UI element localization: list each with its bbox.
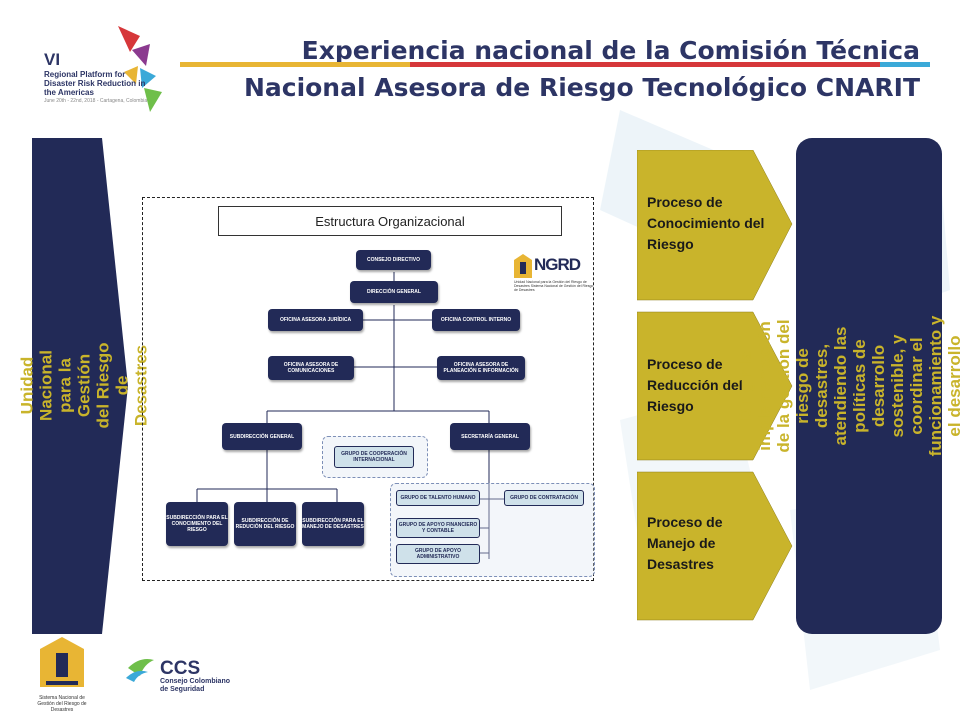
ngrd-logo-subtext: Unidad Nacional para la Gestión del Ries…: [514, 280, 594, 292]
ngrd-logo-text: NGRD: [534, 255, 581, 274]
event-logo-numeral: VI: [44, 50, 61, 69]
org-node-consejo: CONSEJO DIRECTIVO: [356, 250, 431, 270]
org-chart-frame: [142, 197, 594, 581]
page-title-line1: Experiencia nacional de la Comisión Técn…: [301, 36, 920, 65]
page-title: Experiencia nacional de la Comisión Técn…: [200, 32, 920, 106]
header-bar-blue: [880, 62, 930, 67]
process-reduccion-label: Proceso de Reducción del Riesgo: [647, 356, 743, 414]
org-node-administrativo: GRUPO DE APOYO ADMINISTRATIVO: [396, 544, 480, 564]
goal-text-container: Dirigir la implementación de la gestión …: [736, 138, 960, 634]
org-node-comunicaciones: OFICINA ASESORA DE COMUNICACIONES: [268, 356, 354, 380]
ngrd-emblem-icon: [514, 254, 532, 278]
org-node-conocimiento: SUBDIRECCIÓN PARA EL CONOCIMIENTO DEL RI…: [166, 502, 228, 546]
org-node-talento: GRUPO DE TALENTO HUMANO: [396, 490, 480, 506]
org-node-juridica: OFICINA ASESORA JURÍDICA: [268, 309, 363, 331]
org-node-contratacion: GRUPO DE CONTRATACIÓN: [504, 490, 584, 506]
ccs-logo-icon: [126, 659, 154, 682]
org-node-reduccion: SUBDIRECCIÓN DE REDUCIÓN DEL RIESGO: [234, 502, 296, 546]
org-node-secretaria: SECRETARÍA GENERAL: [450, 423, 530, 450]
goal-box: [796, 138, 942, 634]
process-reduccion: Proceso de Reducción del Riesgo: [637, 312, 792, 462]
sngrd-logo-text: Sistema Nacional de Gestión del Riesgo d…: [37, 695, 87, 713]
unit-label-text: Unidad Nacional para la Gestión del Ries…: [17, 342, 151, 428]
org-chart-title: Estructura Organizacional: [218, 206, 562, 236]
process-conocimiento-label: Proceso de Conocimiento del Riesgo: [647, 194, 765, 252]
header-bar-yellow: [180, 62, 410, 67]
org-node-subdireccion: SUBDIRECCIÓN GENERAL: [222, 423, 302, 450]
sngrd-emblem-icon: [40, 637, 84, 687]
page-title-line2: Nacional Asesora de Riesgo Tecnológico C…: [243, 73, 920, 102]
org-node-planeacion: OFICINA ASESORA DE PLANEACIÓN E INFORMAC…: [437, 356, 525, 380]
process-chevrons: [637, 150, 793, 621]
ccs-logo-subtext: Consejo Colombiano de Seguridad: [160, 678, 230, 693]
org-node-manejo: SUBDIRECCIÓN PARA EL MANEJO DE DESASTRES: [302, 502, 364, 546]
process-manejo: Proceso de Manejo de Desastres: [637, 472, 792, 622]
org-node-cooperacion: GRUPO DE COOPERACIÓN INTERNACIONAL: [334, 446, 414, 468]
goal-text: Dirigir la implementación de la gestión …: [736, 315, 960, 457]
event-logo-mark: [118, 26, 162, 112]
process-manejo-label: Proceso de Manejo de Desastres: [647, 514, 723, 572]
event-logo-text: Regional Platform for Disaster Risk Redu…: [44, 70, 146, 97]
org-node-financiero: GRUPO DE APOYO FINANCIERO Y CONTABLE: [396, 518, 480, 538]
process-conocimiento: Proceso de Conocimiento del Riesgo: [637, 150, 792, 300]
ccs-logo-text: CCS: [160, 658, 201, 679]
org-node-control: OFICINA CONTROL INTERNO: [432, 309, 520, 331]
unit-arrow-shape: [32, 138, 128, 634]
unit-label: Unidad Nacional para la Gestión del Ries…: [18, 140, 151, 630]
org-node-direccion: DIRECCIÓN GENERAL: [350, 281, 438, 303]
event-logo-date: June 20th - 22nd, 2018 - Cartagena, Colo…: [44, 98, 148, 104]
header-bar-red: [410, 62, 880, 67]
